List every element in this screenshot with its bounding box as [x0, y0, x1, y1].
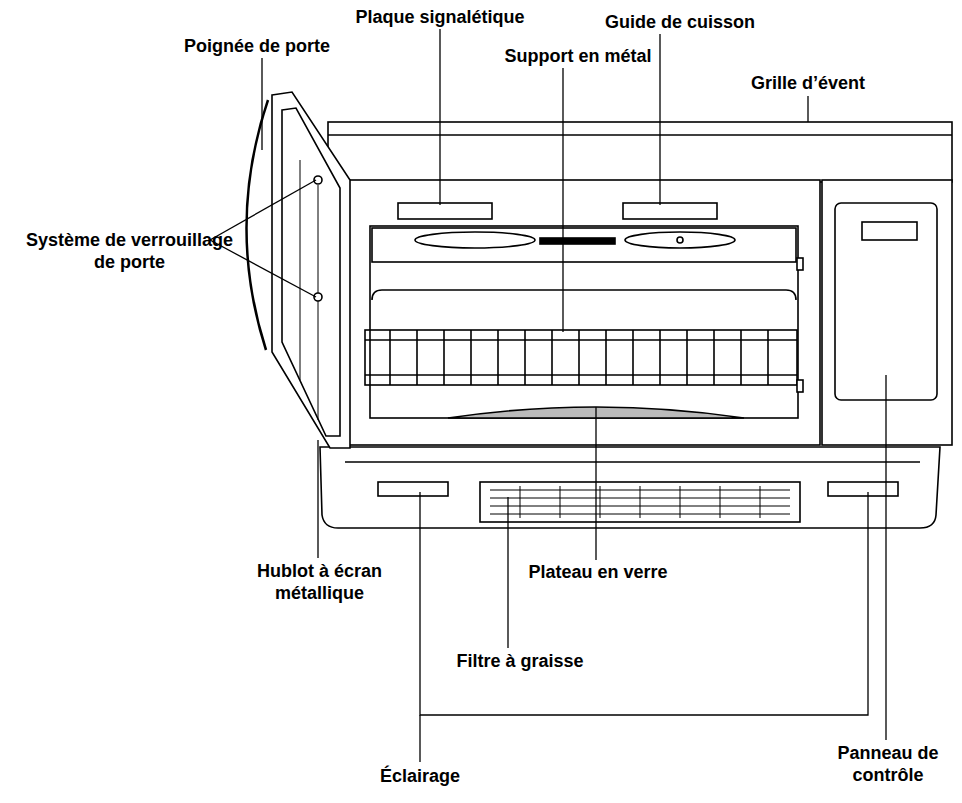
part-label: Guide de cuisson [585, 11, 775, 33]
rack-rail [365, 374, 797, 376]
rack-bars [390, 330, 768, 385]
door-screen [318, 185, 319, 420]
vent-panel [328, 122, 952, 182]
leader-line [659, 34, 660, 205]
name-plate [398, 203, 492, 219]
grease-filter [480, 482, 800, 522]
leader-line [261, 58, 262, 150]
stirrer-cover [625, 232, 735, 248]
control-housing [822, 180, 952, 445]
part-label: Support en métal [488, 45, 668, 67]
leader-line [595, 407, 596, 560]
leader-line [419, 715, 420, 762]
leader-line [439, 29, 440, 205]
door-catch [797, 258, 803, 270]
door [272, 92, 350, 448]
door-handle [246, 100, 268, 350]
vent-slot [540, 238, 615, 244]
cavity-inner [370, 226, 798, 418]
part-label: Système de verrouillage de porte [22, 229, 237, 273]
light-left [378, 482, 448, 496]
leader-line [420, 492, 868, 715]
bottom-housing [320, 447, 940, 528]
stirrer-cover [415, 232, 535, 248]
part-label: Hublot à écran métallique [232, 560, 407, 604]
vent-edge [328, 134, 952, 136]
leader-lines [210, 29, 886, 762]
part-label: Éclairage [355, 765, 485, 787]
door-window [282, 108, 340, 436]
part-label: Grille d’évent [728, 72, 888, 94]
filter-grid [490, 486, 790, 518]
part-label: Panneau de contrôle [826, 742, 950, 786]
leader-line [807, 96, 808, 122]
rack-rail [365, 339, 797, 341]
door-screen [300, 160, 301, 380]
stirrer-hub [677, 237, 683, 243]
door-catch [797, 380, 803, 392]
leader-line [317, 440, 318, 558]
part-label: Plaque signalétique [350, 6, 530, 28]
control-panel [835, 203, 937, 400]
metal-rack [365, 330, 797, 385]
display [862, 222, 917, 240]
leader-line [885, 375, 886, 740]
bottom-edge [345, 461, 920, 463]
cooking-guide [623, 203, 717, 219]
rack-top [372, 290, 796, 300]
part-label: Plateau en verre [498, 561, 698, 583]
microwave-body [246, 92, 952, 528]
leader-line [562, 68, 563, 332]
leader-line [507, 497, 508, 648]
cavity-frame [345, 180, 820, 445]
part-label: Filtre à graisse [420, 650, 620, 672]
part-label: Poignée de porte [172, 35, 342, 57]
cavity-ceiling [372, 228, 796, 262]
light-right [828, 482, 898, 496]
